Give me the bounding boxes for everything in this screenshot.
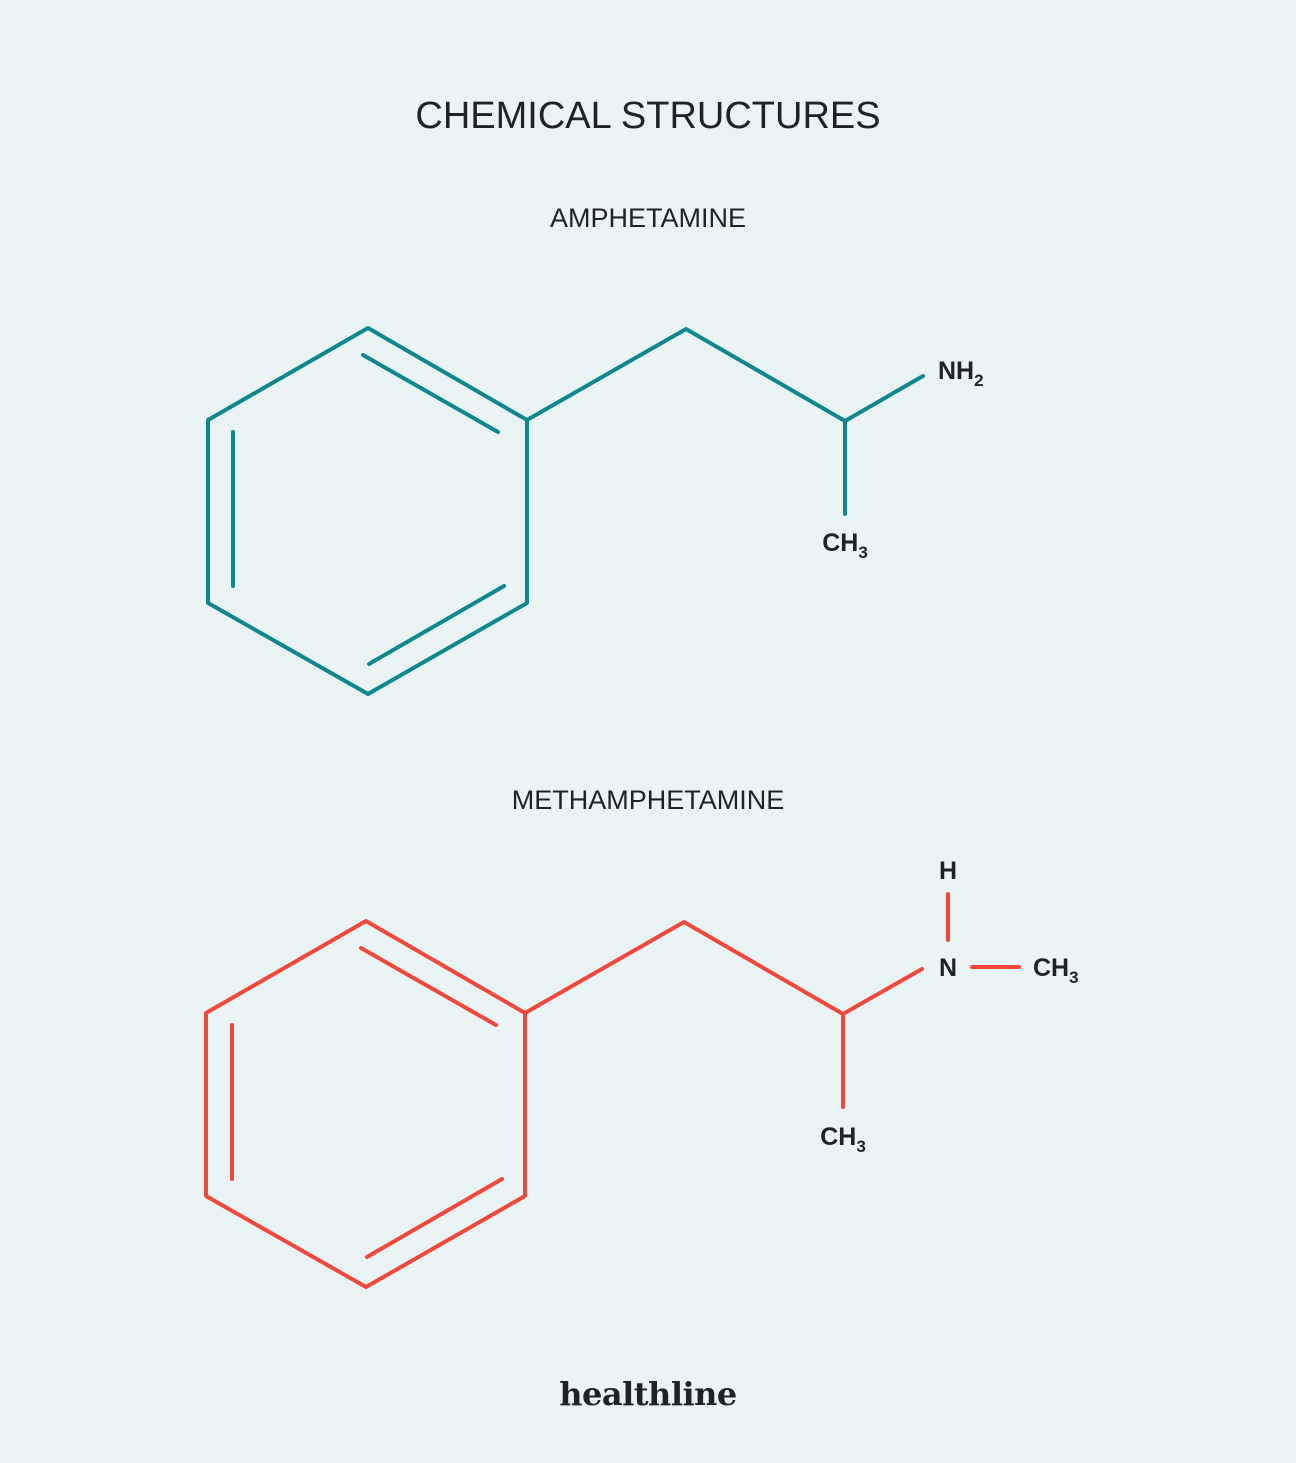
methamphetamine-nitrogen-label: N — [939, 954, 957, 982]
methamphetamine-double-bond-top — [359, 946, 498, 1027]
methamphetamine-methyl-text: CH — [820, 1123, 856, 1151]
methamphetamine-n-methyl-label: CH3 — [1033, 954, 1079, 987]
methamphetamine-n-methyl-text: CH — [1033, 954, 1069, 982]
methamphetamine-structure — [204, 892, 1021, 1289]
methamphetamine-methyl-subscript: 3 — [856, 1137, 865, 1156]
amphetamine-label: AMPHETAMINE — [550, 203, 746, 233]
healthline-logo: healthline — [559, 1375, 737, 1413]
methamphetamine-label: METHAMPHETAMINE — [512, 785, 785, 815]
amphetamine-double-bond-bottom — [367, 584, 506, 666]
amphetamine-double-bond-top — [361, 353, 500, 434]
amphetamine-amine-subscript: 2 — [974, 371, 983, 390]
amphetamine-amine-label: NH2 — [938, 357, 984, 390]
methamphetamine-double-bond-bottom — [365, 1177, 504, 1259]
amphetamine-methyl-text: CH — [822, 529, 858, 557]
methamphetamine-side-chain — [523, 920, 924, 1016]
amphetamine-side-chain — [525, 327, 925, 423]
amphetamine-amine-text: NH — [938, 357, 974, 385]
amphetamine-methyl-label: CH3 — [822, 529, 868, 562]
methamphetamine-methyl-label: CH3 — [820, 1123, 866, 1156]
amphetamine-methyl-subscript: 3 — [858, 543, 867, 562]
amphetamine-structure — [206, 326, 925, 696]
methamphetamine-n-methyl-subscript: 3 — [1069, 968, 1078, 987]
page-title: CHEMICAL STRUCTURES — [415, 95, 880, 137]
methamphetamine-hydrogen-label: H — [939, 857, 957, 885]
